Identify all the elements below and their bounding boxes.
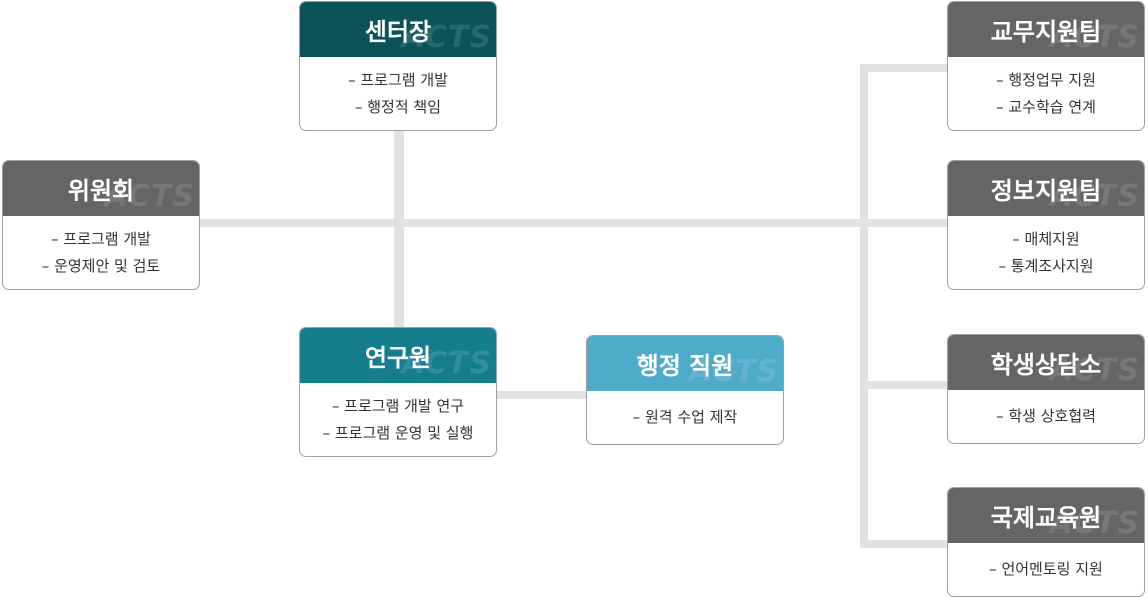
node-center-head-title: 센터장 xyxy=(364,18,432,46)
node-counseling-body: – 학생 상호협력 xyxy=(948,390,1144,443)
node-international-body: – 언어멘토링 지원 xyxy=(948,543,1144,596)
connector-branch-counseling xyxy=(860,381,948,389)
node-committee-body: – 프로그램 개발 – 운영제안 및 검토 xyxy=(3,216,199,289)
node-item: – 프로그램 운영 및 실행 xyxy=(322,423,474,442)
connector-branch-academic xyxy=(860,64,948,72)
connector-branch-international xyxy=(860,540,948,548)
node-center-head-body: – 프로그램 개발 – 행정적 책임 xyxy=(300,57,496,130)
node-researcher-title: 연구원 xyxy=(364,344,432,372)
node-center-head: ACTS 센터장 – 프로그램 개발 – 행정적 책임 xyxy=(299,1,497,131)
node-item: – 행정적 책임 xyxy=(354,97,442,116)
node-committee-header: ACTS 위원회 xyxy=(3,161,199,216)
connector-researcher-admin xyxy=(497,391,587,399)
node-item: – 통계조사지원 xyxy=(998,256,1094,275)
node-counseling-title: 학생상담소 xyxy=(990,351,1102,379)
node-item: – 교수학습 연계 xyxy=(996,97,1096,116)
node-international-header: ACTS 국제교육원 xyxy=(948,488,1144,543)
node-counseling: ACTS 학생상담소 – 학생 상호협력 xyxy=(947,334,1145,444)
node-item: – 원격 수업 제작 xyxy=(632,408,738,426)
node-item: – 운영제안 및 검토 xyxy=(41,256,161,275)
node-researcher-header: ACTS 연구원 xyxy=(300,328,496,383)
node-item: – 행정업무 지원 xyxy=(996,70,1096,89)
node-academic-support: ACTS 교무지원팀 – 행정업무 지원 – 교수학습 연계 xyxy=(947,1,1145,131)
node-researcher-body: – 프로그램 개발 연구 – 프로그램 운영 및 실행 xyxy=(300,383,496,456)
node-academic-support-body: – 행정업무 지원 – 교수학습 연계 xyxy=(948,57,1144,130)
node-academic-support-title: 교무지원팀 xyxy=(990,18,1102,46)
node-item: – 프로그램 개발 xyxy=(348,70,448,89)
node-item: – 매체지원 xyxy=(1012,229,1080,248)
node-item: – 학생 상호협력 xyxy=(996,407,1096,425)
node-info-support-title: 정보지원팀 xyxy=(990,177,1102,205)
node-center-head-header: ACTS 센터장 xyxy=(300,2,496,57)
node-international-title: 국제교육원 xyxy=(990,504,1102,532)
node-admin-staff: ACTS 행정 직원 – 원격 수업 제작 xyxy=(586,335,784,445)
node-info-support-header: ACTS 정보지원팀 xyxy=(948,161,1144,216)
node-admin-staff-header: ACTS 행정 직원 xyxy=(587,336,783,391)
connector-main-horizontal xyxy=(200,219,948,227)
node-committee-title: 위원회 xyxy=(67,177,135,205)
node-international: ACTS 국제교육원 – 언어멘토링 지원 xyxy=(947,487,1145,597)
node-info-support-body: – 매체지원 – 통계조사지원 xyxy=(948,216,1144,289)
node-item: – 프로그램 개발 xyxy=(51,229,151,248)
connector-center-vertical xyxy=(394,128,404,330)
node-admin-staff-body: – 원격 수업 제작 xyxy=(587,391,783,444)
node-info-support: ACTS 정보지원팀 – 매체지원 – 통계조사지원 xyxy=(947,160,1145,290)
node-item: – 프로그램 개발 연구 xyxy=(331,396,465,415)
connector-right-vertical xyxy=(860,64,868,548)
node-researcher: ACTS 연구원 – 프로그램 개발 연구 – 프로그램 운영 및 실행 xyxy=(299,327,497,457)
node-counseling-header: ACTS 학생상담소 xyxy=(948,335,1144,390)
node-admin-staff-title: 행정 직원 xyxy=(636,352,734,380)
node-committee: ACTS 위원회 – 프로그램 개발 – 운영제안 및 검토 xyxy=(2,160,200,290)
node-item: – 언어멘토링 지원 xyxy=(989,560,1103,578)
node-academic-support-header: ACTS 교무지원팀 xyxy=(948,2,1144,57)
